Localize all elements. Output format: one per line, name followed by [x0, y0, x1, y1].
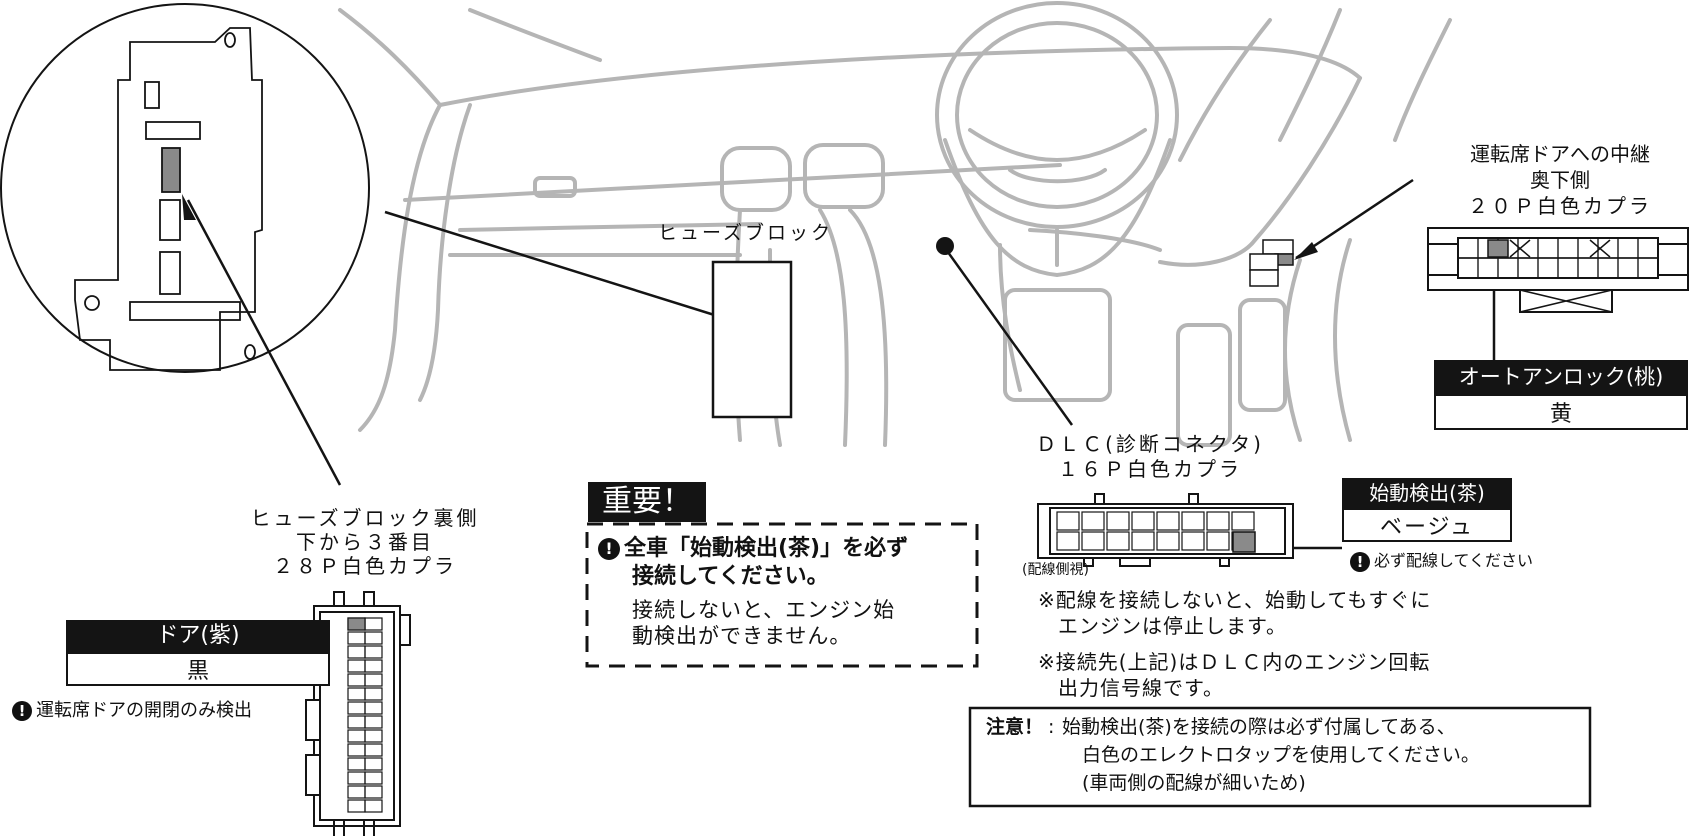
- pin-cavity: [364, 645, 383, 659]
- pin-cavity: [364, 701, 383, 715]
- relay-connector-small: [1249, 239, 1294, 287]
- pin-cavity: [1156, 511, 1180, 531]
- important-line1: !全車「始動検出(茶)」を必ず: [598, 536, 908, 562]
- relay-20p-connector: [1427, 227, 1689, 313]
- remark2-line1: ※接続先(上記)はＤＬＣ内のエンジン回転: [1038, 650, 1431, 674]
- caution-line1: 始動検出(茶)を接続の際は必ず付属してある、: [1062, 716, 1456, 738]
- dlc-label-line2: １６Ｐ白色カプラ: [1058, 457, 1242, 481]
- pin-cavity: [364, 715, 383, 729]
- fuse-block-rect: [711, 260, 793, 419]
- important-line3: 接続しないと、エンジン始: [632, 598, 896, 622]
- dlc-side-note: (配線側視): [1022, 562, 1089, 578]
- door-signal-note: !運転席ドアの開閉のみ検出: [12, 700, 252, 722]
- pin-cavity: [364, 687, 383, 701]
- fuse-back-line2: 下から３番目: [296, 530, 434, 554]
- pin-cavity: [364, 799, 383, 813]
- caution-label: 注意！: [986, 716, 1044, 738]
- pin-cavity: [364, 673, 383, 687]
- dlc-location-dot: [936, 237, 954, 255]
- caution-line3: (車両側の配線が細いため): [1082, 772, 1306, 794]
- auto-unlock-value: 黄: [1434, 394, 1688, 430]
- relay-label-line3: ２０Ｐ白色カプラ: [1468, 194, 1652, 218]
- door-signal-note-text: 運転席ドアの開閉のみ検出: [36, 700, 252, 721]
- start-detect-note: !必ず配線してください: [1350, 551, 1533, 572]
- arrow-fuse-back: [182, 194, 196, 220]
- pin-cavity: [364, 631, 383, 645]
- relay-label-line2: 奥下側: [1530, 168, 1590, 192]
- dlc-label-line1: ＤＬＣ(診断コネクタ): [1036, 432, 1264, 456]
- pin-cavity: [1106, 511, 1130, 531]
- caution-box: [968, 706, 1592, 808]
- pin-cavity: [1206, 511, 1230, 531]
- important-line4: 動検出ができません。: [632, 624, 852, 648]
- dashboard-outline: [338, 1, 1452, 447]
- pin-cavity: [1181, 511, 1205, 531]
- exclamation-icon: !: [598, 538, 620, 560]
- pin-cavity: [1156, 531, 1180, 551]
- pin-cavity: [1056, 511, 1080, 531]
- caution-line2: 白色のエレクトロタップを使用してください。: [1082, 744, 1480, 766]
- pin-cavity: [364, 659, 383, 673]
- start-detect-header: 始動検出(茶): [1342, 478, 1512, 508]
- pin-cavity: [364, 771, 383, 785]
- exclamation-icon: !: [1350, 551, 1370, 572]
- start-detect-note-text: 必ず配線してください: [1374, 551, 1534, 570]
- pin-cavity: [1106, 531, 1130, 551]
- pin-cavity: [1081, 511, 1105, 531]
- pin-cavity: [1181, 531, 1205, 551]
- zoom-circle: [0, 3, 370, 373]
- auto-unlock-header: オートアンロック(桃): [1434, 360, 1688, 394]
- start-detect-value: ベージュ: [1342, 508, 1512, 542]
- arrow-relay: [1294, 242, 1318, 260]
- caution-separator: :: [1048, 716, 1055, 738]
- remark1-line1: ※配線を接続しないと、始動してもすぐに: [1038, 588, 1432, 612]
- dlc-16p-connector: [1037, 493, 1294, 567]
- remark1-line2: エンジンは停止します。: [1058, 614, 1287, 638]
- door-signal-value: 黒: [66, 652, 330, 686]
- relay-label-line1: 運転席ドアへの中継: [1470, 142, 1650, 166]
- fuse-back-line1: ヒューズブロック裏側: [250, 506, 480, 530]
- exclamation-icon: !: [12, 701, 32, 721]
- pin-cavity: [1131, 531, 1155, 551]
- pin-cavity: [1056, 531, 1080, 551]
- pin-cavity: [364, 729, 383, 743]
- pin-cavity: [364, 785, 383, 799]
- pin-cavity: [364, 757, 383, 771]
- remark2-line2: 出力信号線です。: [1058, 676, 1224, 700]
- important-line1-text: 全車「始動検出(茶)」を必ず: [624, 536, 909, 561]
- pin-cavity: [1231, 511, 1255, 531]
- pin-cavity: [1131, 511, 1155, 531]
- fuse-back-line3: ２８Ｐ白色カプラ: [273, 554, 457, 578]
- fuse-block-label: ヒューズブロック: [658, 222, 834, 244]
- door-signal-header: ドア(紫): [66, 620, 330, 652]
- fuse-block-back-drawing: [74, 27, 263, 371]
- important-title: 重要！: [588, 482, 706, 522]
- pin-cavity: [1206, 531, 1230, 551]
- important-dashed-box: [585, 522, 979, 668]
- important-line2: 接続してください。: [632, 564, 829, 589]
- pin-cavity: [1081, 531, 1105, 551]
- pin-cavity: [364, 743, 383, 757]
